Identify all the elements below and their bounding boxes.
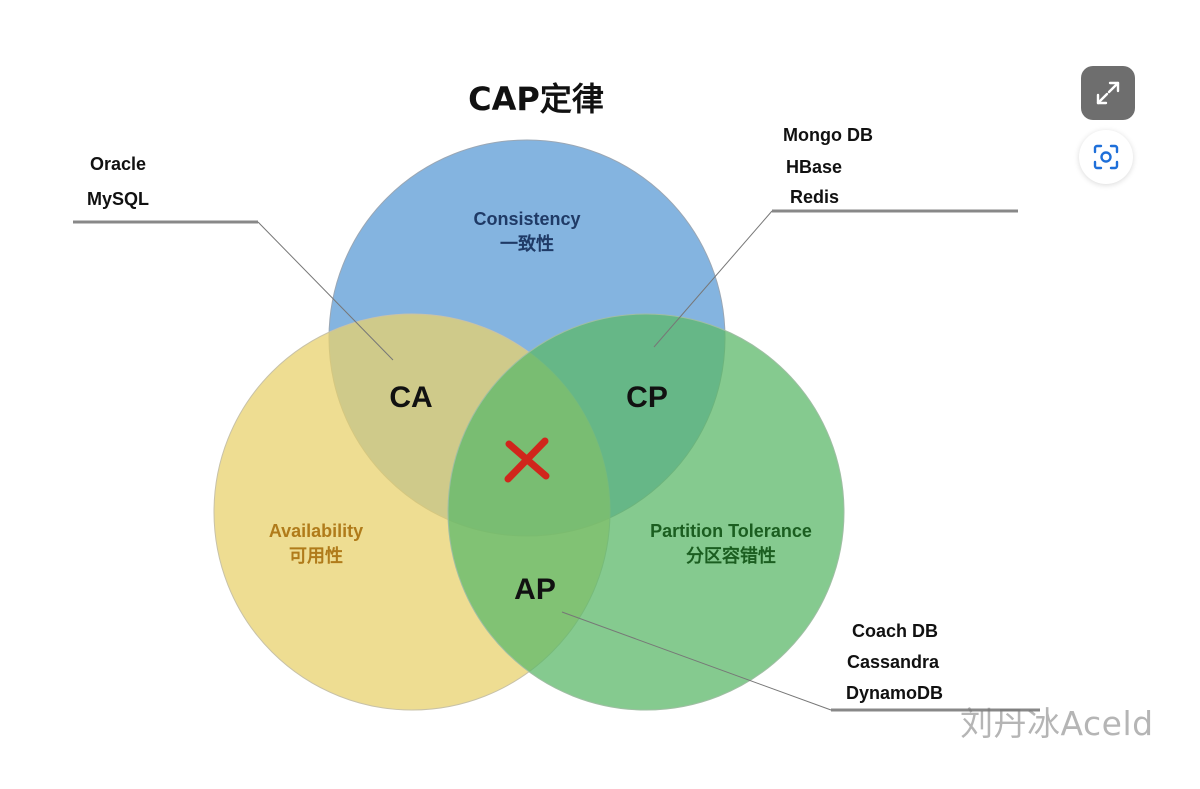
scan-button[interactable] <box>1079 130 1133 184</box>
callout-lines <box>73 209 1040 712</box>
ap-db-dynamodb: DynamoDB <box>846 683 943 703</box>
partition-label-en: Partition Tolerance <box>650 521 812 541</box>
region-cp-label: CP <box>626 381 668 414</box>
region-ca-label: CA <box>389 381 432 414</box>
center-cross-icon <box>504 437 550 483</box>
ap-db-cassandra: Cassandra <box>847 652 940 672</box>
watermark: 刘丹冰Aceld <box>960 704 1154 743</box>
availability-label-zh: 可用性 <box>289 545 343 567</box>
expand-button[interactable] <box>1081 66 1135 120</box>
partition-label-zh: 分区容错性 <box>686 545 776 567</box>
consistency-label-zh: 一致性 <box>500 233 554 255</box>
partition-tolerance-circle <box>447 313 845 711</box>
ca-db-mysql: MySQL <box>87 189 149 209</box>
region-ap-label: AP <box>514 573 556 606</box>
ap-db-couchdb: Coach DB <box>852 621 938 641</box>
scan-icon <box>1093 144 1119 170</box>
diagram-title: CAP定律 <box>468 80 604 118</box>
expand-icon <box>1096 81 1120 105</box>
cp-db-mongodb: Mongo DB <box>783 125 873 145</box>
consistency-label-en: Consistency <box>473 209 580 229</box>
availability-label-en: Availability <box>269 521 363 541</box>
cp-db-redis: Redis <box>790 187 839 207</box>
ca-db-oracle: Oracle <box>90 154 146 174</box>
cp-db-hbase: HBase <box>786 157 842 177</box>
venn-circles <box>213 139 845 711</box>
